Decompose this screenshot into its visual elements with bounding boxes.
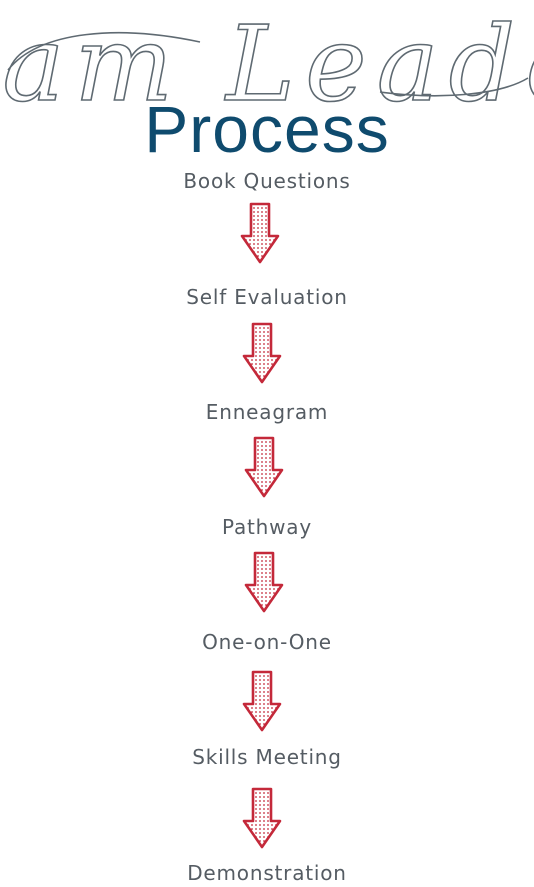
script-flourish-2 xyxy=(379,77,529,97)
down-arrow-icon xyxy=(242,670,282,732)
down-arrow-icon xyxy=(244,551,284,613)
script-flourish xyxy=(7,32,201,71)
step-demonstration: Demonstration xyxy=(187,861,347,885)
step-skills-meeting: Skills Meeting xyxy=(192,745,342,769)
down-arrow-icon xyxy=(240,202,280,264)
step-enneagram: Enneagram xyxy=(205,400,329,424)
step-one-on-one: One-on-One xyxy=(202,630,332,654)
page-title: Process xyxy=(144,92,390,166)
script-title-text: Team Leader xyxy=(0,3,534,125)
down-arrow-icon xyxy=(244,436,284,498)
step-pathway: Pathway xyxy=(222,515,312,539)
step-self-evaluation: Self Evaluation xyxy=(186,285,348,309)
step-book-questions: Book Questions xyxy=(183,169,351,193)
down-arrow-icon xyxy=(242,787,282,849)
down-arrow-icon xyxy=(242,322,282,384)
script-title: Team Leader xyxy=(0,0,534,150)
